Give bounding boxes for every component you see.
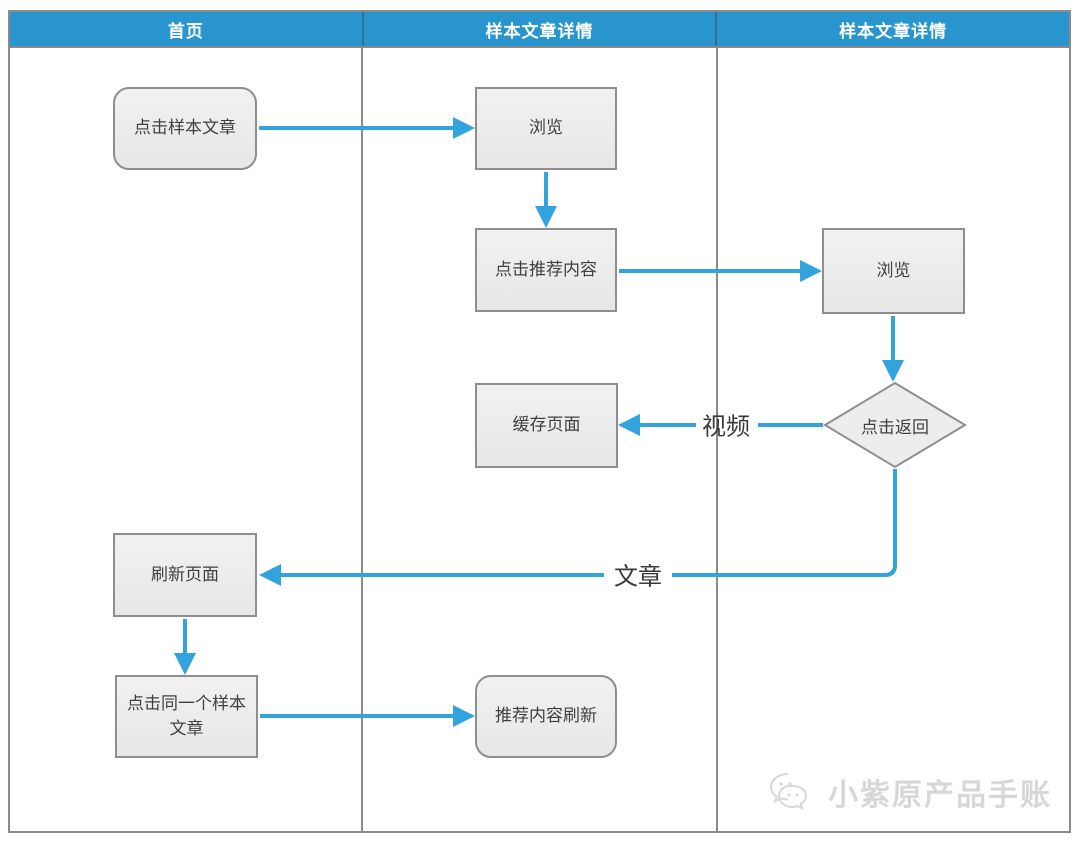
lane-header-home: 首页 [167,21,204,41]
decision-label: 点击返回 [861,417,929,437]
edge-label-video: 视频 [702,413,750,441]
node-click-same-article: 点击同一个样本文章 [115,675,258,758]
lane-divider-2 [716,48,718,833]
lane-header-article-detail-1: 样本文章详情 [361,12,716,46]
node-browse-detail-1: 浏览 [475,87,617,170]
lane-divider-1 [361,48,363,833]
node-click-recommended: 点击推荐内容 [475,228,617,312]
decision-click-back: 点击返回 [823,381,967,469]
watermark-text: 小紫原产品手账 [828,779,1052,812]
node-cache-page: 缓存页面 [475,383,618,468]
node-recommended-refresh: 推荐内容刷新 [475,675,617,758]
diamond-shape [823,381,967,469]
lane-header-article-detail-2: 样本文章详情 [715,12,1069,46]
watermark: 小紫原产品手账 [768,770,1052,814]
node-click-sample-article: 点击样本文章 [113,87,257,170]
wechat-icon [768,771,820,813]
lane-header-row: 首页 样本文章详情 样本文章详情 [8,10,1071,48]
edge-label-article: 文章 [614,563,662,591]
node-browse-detail-2: 浏览 [822,228,965,314]
node-refresh-page: 刷新页面 [113,533,257,617]
